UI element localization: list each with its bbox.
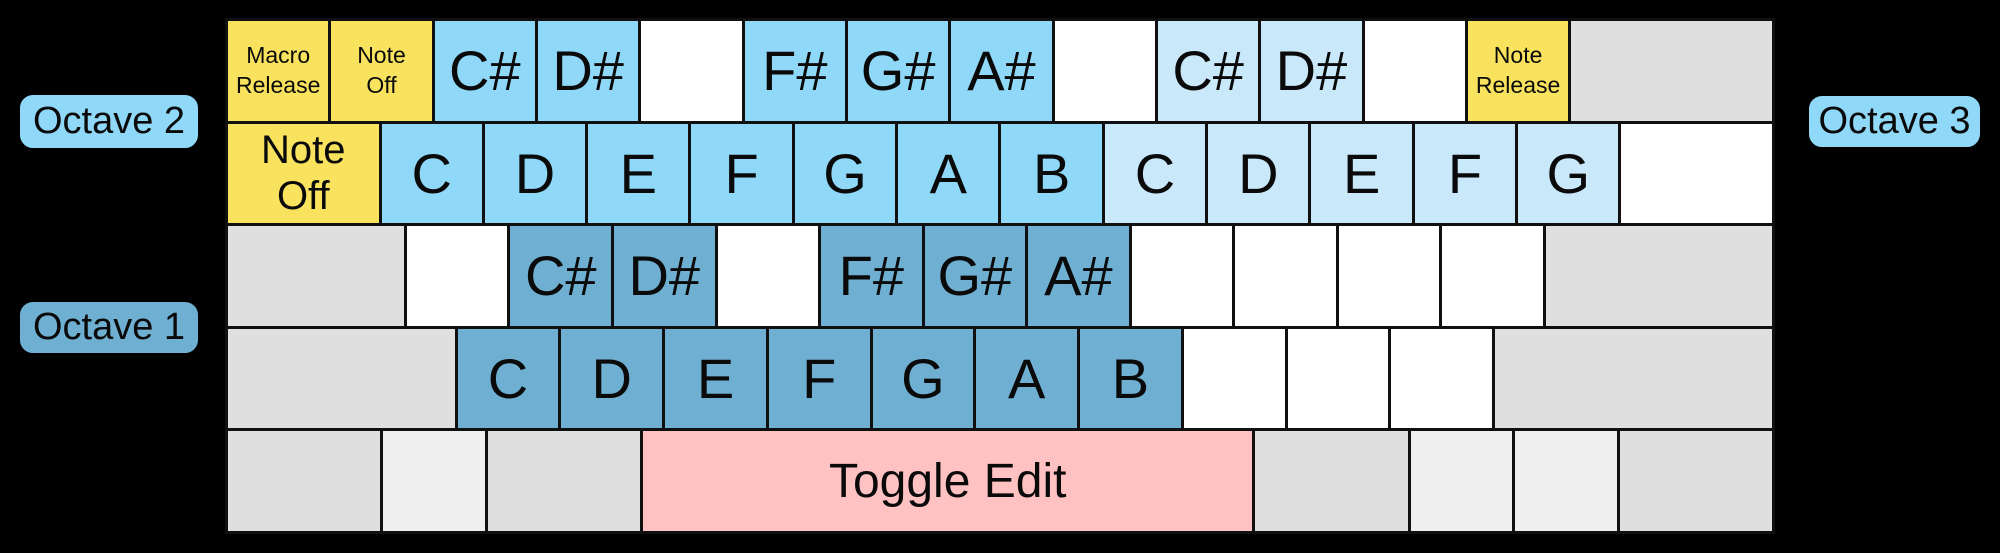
- key-unassigned-gray: [1545, 226, 1772, 326]
- key-d-octave2: D: [484, 123, 586, 224]
- key-f-octave1: F: [768, 328, 870, 429]
- key-unassigned-white: [641, 21, 742, 121]
- key-g-sharp-octave1: G#: [924, 226, 1026, 326]
- key-unassigned-white: [1183, 328, 1285, 429]
- key-unassigned-gray: [1571, 21, 1772, 121]
- key-d-sharp-octave3: D#: [1261, 21, 1362, 121]
- key-g-octave1: G: [872, 328, 974, 429]
- key-d-sharp-octave2: D#: [537, 21, 639, 121]
- key-c-octave3: C: [1104, 123, 1206, 224]
- key-b-octave1: B: [1080, 328, 1181, 429]
- key-note-off: Note Off: [228, 123, 379, 224]
- key-a-octave2: A: [898, 123, 999, 224]
- key-f-octave3: F: [1414, 123, 1516, 224]
- key-unassigned-white: [1621, 123, 1772, 224]
- key-c-sharp-octave3: C#: [1157, 21, 1259, 121]
- key-a-octave1: A: [976, 328, 1078, 429]
- key-d-sharp-octave1: D#: [614, 226, 715, 326]
- key-unassigned-white: [1287, 328, 1389, 429]
- key-unassigned-gray: [228, 328, 455, 429]
- key-b-octave2: B: [1001, 123, 1102, 224]
- key-a-sharp-octave2: A#: [951, 21, 1052, 121]
- octave-2-label: Octave 2: [17, 92, 201, 151]
- key-f-sharp-octave2: F#: [744, 21, 845, 121]
- key-c-octave1: C: [457, 328, 559, 429]
- key-unassigned-gray: [1619, 431, 1772, 531]
- key-unassigned-gray: [228, 431, 381, 531]
- key-unassigned-gray-light: [1515, 431, 1617, 531]
- keyboard-row-5: Toggle Edit: [228, 431, 1772, 531]
- key-unassigned-white: [1391, 328, 1492, 429]
- key-unassigned-white: [1054, 21, 1155, 121]
- key-unassigned-gray: [487, 431, 641, 531]
- key-c-octave2: C: [381, 123, 482, 224]
- key-note-off-secondary: Note Off: [331, 21, 432, 121]
- key-unassigned-gray-light: [383, 431, 485, 531]
- key-e-octave2: E: [588, 123, 689, 224]
- key-d-octave3: D: [1208, 123, 1309, 224]
- key-unassigned-white: [1235, 226, 1336, 326]
- key-e-octave1: E: [665, 328, 766, 429]
- key-g-sharp-octave2: G#: [847, 21, 949, 121]
- key-unassigned-white: [1364, 21, 1465, 121]
- key-c-sharp-octave2: C#: [434, 21, 535, 121]
- key-unassigned-white: [406, 226, 508, 326]
- key-f-sharp-octave1: F#: [821, 226, 922, 326]
- key-f-octave2: F: [691, 123, 792, 224]
- key-g-octave3: G: [1518, 123, 1619, 224]
- key-unassigned-gray: [1495, 328, 1773, 429]
- key-unassigned-white: [1131, 226, 1233, 326]
- key-unassigned-white: [717, 226, 819, 326]
- key-d-octave1: D: [561, 328, 663, 429]
- key-g-octave2: G: [794, 123, 896, 224]
- keyboard-row-3: C#D# F#G#A#: [228, 226, 1772, 326]
- key-note-release: Note Release: [1467, 21, 1569, 121]
- octave-3-label: Octave 3: [1806, 93, 1983, 150]
- key-unassigned-gray: [1255, 431, 1408, 531]
- key-e-octave3: E: [1311, 123, 1412, 224]
- key-toggle-edit: Toggle Edit: [643, 431, 1253, 531]
- key-unassigned-gray-light: [1410, 431, 1513, 531]
- octave-1-label: Octave 1: [17, 299, 201, 356]
- key-unassigned-white: [1442, 226, 1543, 326]
- key-c-sharp-octave1: C#: [510, 226, 611, 326]
- key-a-sharp-octave1: A#: [1028, 226, 1129, 326]
- key-unassigned-gray: [228, 226, 404, 326]
- key-unassigned-white: [1338, 226, 1440, 326]
- key-macro-release: Macro Release: [228, 21, 329, 121]
